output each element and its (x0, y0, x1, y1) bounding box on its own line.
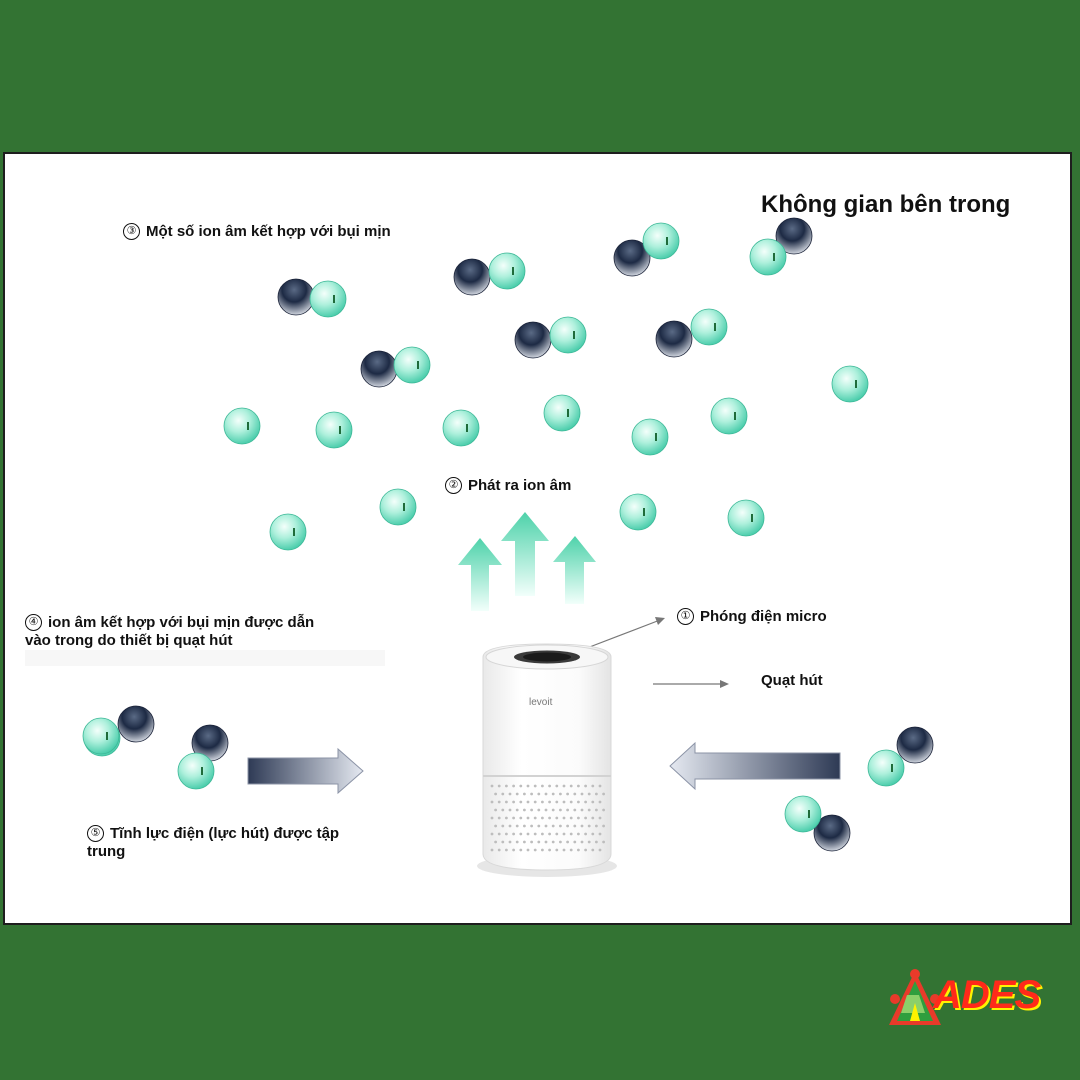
micro-discharge-pointer (586, 619, 661, 649)
left-arrow (669, 741, 841, 791)
negative-ion-particle (223, 407, 261, 445)
negative-ion-particle (690, 308, 728, 346)
negative-ion-particle (309, 280, 347, 318)
fine-dust-particle (775, 217, 813, 255)
suction-fan-label: Quạt hút (761, 672, 823, 689)
fine-dust-particle (514, 321, 552, 359)
fine-dust-particle (360, 350, 398, 388)
negative-ion-particle (831, 365, 869, 403)
negative-ion-particle (631, 418, 669, 456)
fine-dust-particle (655, 320, 693, 358)
fine-dust-particle (813, 814, 851, 852)
negative-ion-particle (549, 316, 587, 354)
micro-discharge-pointer-head (655, 617, 665, 625)
negative-ion-particle (710, 397, 748, 435)
negative-ion-particle (867, 749, 905, 787)
up-arrow-1 (458, 538, 502, 611)
faded-text-artifact (25, 650, 385, 666)
negative-ion-particle (269, 513, 307, 551)
negative-ion-particle (727, 499, 765, 537)
suction-fan-pointer-head (720, 680, 729, 688)
up-arrow-3 (553, 536, 596, 604)
negative-ion-particle (82, 717, 120, 755)
negative-ion-particle (619, 493, 657, 531)
negative-ion-particle (784, 795, 822, 833)
negative-ion-particle (379, 488, 417, 526)
negative-ion-particle (543, 394, 581, 432)
diagram-title: Không gian bên trong (761, 191, 1011, 218)
right-arrow (247, 747, 364, 795)
fine-dust-particle (613, 239, 651, 277)
negative-ion-particle (393, 346, 431, 384)
ades-logo-text: ADES (933, 973, 1041, 1017)
fine-dust-particle (117, 705, 155, 743)
ades-logo: ADES (885, 965, 1060, 1031)
fine-dust-particle (453, 258, 491, 296)
particle-scene (82, 217, 934, 852)
negative-ion-particle (642, 222, 680, 260)
up-arrow-2 (501, 512, 549, 596)
fine-dust-particle (277, 278, 315, 316)
negative-ion-particle (315, 411, 353, 449)
negative-ion-particle (749, 238, 787, 276)
device-brand-label: levoit (529, 697, 553, 708)
negative-ion-particle (488, 252, 526, 290)
negative-ion-particle (442, 409, 480, 447)
negative-ion-particle (177, 752, 215, 790)
ades-logo-mark (889, 969, 941, 1025)
fine-dust-particle (896, 726, 934, 764)
